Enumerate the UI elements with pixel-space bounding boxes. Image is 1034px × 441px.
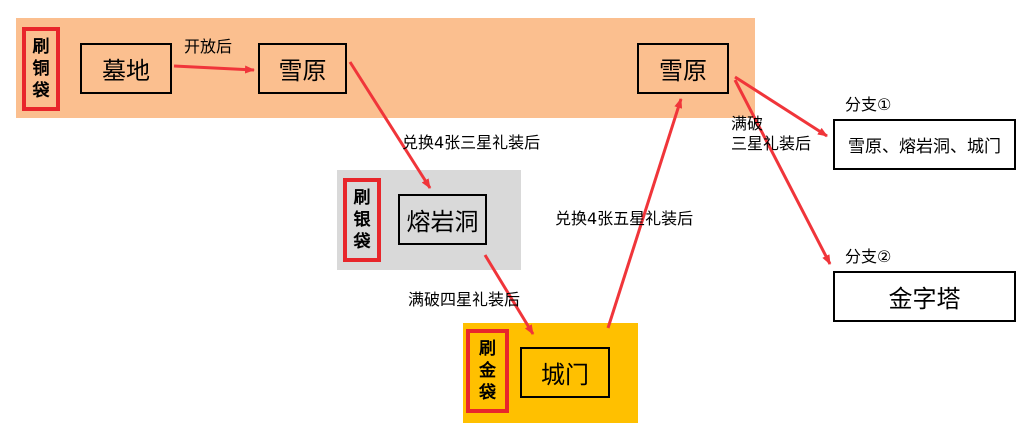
node-snowfield-2: 雪原	[637, 43, 729, 94]
arrow-snowfield-to-lava-cave	[348, 61, 432, 189]
copper-tag: 刷 铜 袋	[22, 27, 60, 111]
gold-tag-char-1: 刷	[479, 339, 496, 359]
silver-tag-char-3: 袋	[353, 232, 371, 252]
gold-tag-char-2: 金	[479, 361, 496, 381]
arrow-cemetery-to-snowfield	[173, 64, 255, 74]
silver-tag-char-1: 刷	[353, 188, 371, 208]
copper-tag-char-3: 袋	[32, 81, 50, 101]
copper-band	[16, 18, 755, 118]
branch2-box: 金字塔	[833, 271, 1016, 322]
gold-tag-char-3: 袋	[479, 383, 496, 403]
branch2-label: 分支②	[845, 247, 892, 266]
label-after-exchange-4-3star: 兑换4张三星礼装后	[402, 133, 541, 152]
node-city-gate: 城门	[520, 347, 610, 398]
branch1-box: 雪原、熔岩洞、城门	[833, 119, 1016, 170]
arrow-lava-cave-to-city-gate	[483, 254, 535, 335]
arrow-snowfield-to-branch2	[733, 79, 832, 265]
label-after-max-3star-line1: 满破	[731, 114, 764, 133]
label-after-open: 开放后	[184, 37, 233, 56]
node-snowfield-1: 雪原	[258, 43, 347, 94]
copper-tag-char-1: 刷	[32, 37, 50, 57]
arrow-city-gate-to-snowfield	[606, 98, 683, 329]
branch1-label: 分支①	[845, 95, 892, 114]
node-cemetery: 墓地	[80, 43, 172, 94]
silver-tag-char-2: 银	[353, 210, 371, 230]
silver-tag: 刷 银 袋	[343, 178, 381, 262]
node-lava-cave: 熔岩洞	[398, 194, 487, 245]
gold-tag: 刷 金 袋	[466, 329, 509, 413]
copper-tag-char-2: 铜	[32, 59, 50, 79]
label-after-exchange-4-5star: 兑换4张五星礼装后	[555, 209, 694, 228]
arrow-snowfield-to-branch1	[734, 75, 828, 138]
label-after-max-4star: 满破四星礼装后	[408, 290, 521, 309]
label-after-max-3star-line2: 三星礼装后	[731, 134, 812, 153]
